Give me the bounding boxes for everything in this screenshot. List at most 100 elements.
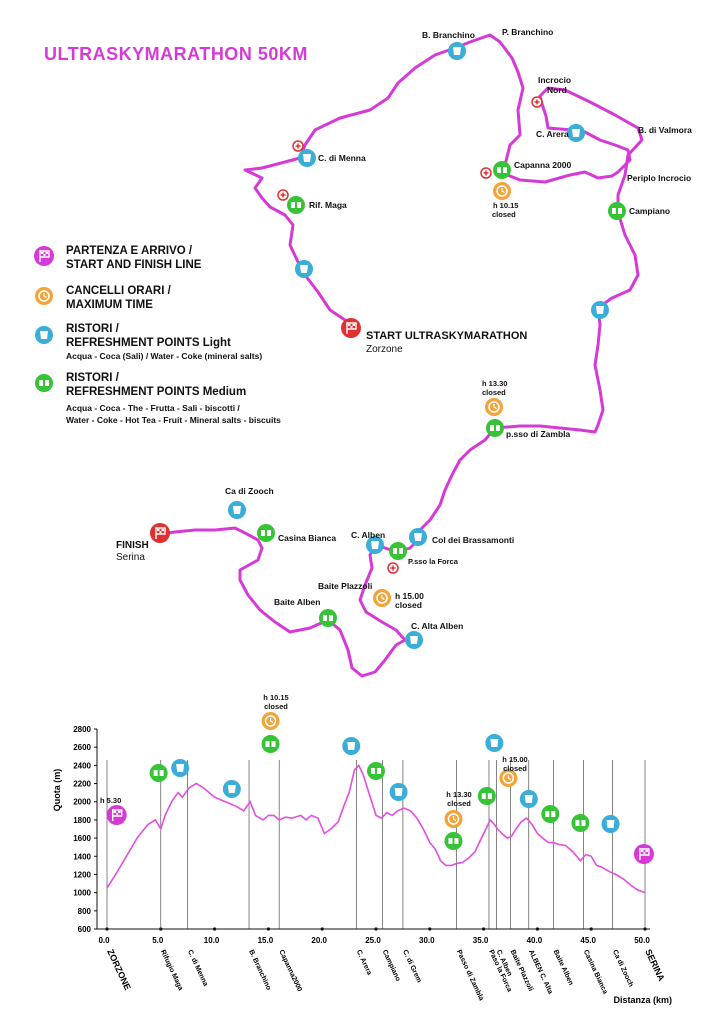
x-tick [589,927,593,931]
refresh-light-icon [448,42,466,60]
refresh-light-icon [295,260,313,278]
x-axis-label: Distanza (km) [613,995,672,1005]
legend-medium-icon [35,374,53,392]
y-tick-label: 1200 [73,870,91,879]
finish-flag-icon [633,843,655,865]
label-campiano: Campiano [629,206,670,216]
profile-cut1-closed: closed [264,702,288,711]
refresh-light-icon [222,780,241,798]
legend-light-desc: Acqua - Coca (Sali) / Water - Coke (mine… [66,351,262,361]
refresh-medium-icon [571,814,590,832]
cutoff-clock-icon [372,588,392,608]
profile-start-time: h 5.30 [100,796,121,805]
label-start-place: Zorzone [366,344,403,355]
label-c-alta-alben: C. Alta Alben [411,621,463,631]
label-casina-bianca: Casina Bianca [278,533,336,543]
refresh-light-icon [567,124,585,142]
refresh-medium-icon [486,419,504,437]
x-tick-label: 45.0 [580,936,596,945]
elevation-profile: 6008001000120014001600180020002200240026… [52,693,672,1005]
legend-cutoff-line1: CANCELLI ORARI / [66,285,172,297]
place-name: C. di Grem [401,949,422,984]
place-name: ZORZONE [105,948,133,992]
legend-light-icon [35,326,53,344]
label-cutoff2-closed: closed [482,388,506,397]
y-tick-label: 2400 [73,761,91,770]
place-name: Ca di Zooch [611,949,634,988]
refresh-light-icon [591,301,609,319]
legend-cutoff-line2: MAXIMUM TIME [66,299,153,311]
x-tick-label: 30.0 [419,936,435,945]
cutoff-clock-icon [484,397,504,417]
legend-medium-desc1: Acqua - Coca - The - Frutta - Sali - bis… [66,403,240,413]
legend-light-line2: REFRESHMENT POINTS Light [66,337,231,349]
refresh-light-icon [519,790,538,808]
x-tick-label: 10.0 [204,936,220,945]
refresh-light-icon [389,783,408,801]
x-tick-label: 50.0 [634,936,650,945]
x-tick-label: 0.0 [98,936,110,945]
legend-medium-line1: RISTORI / [66,372,120,384]
label-c-alben: C. Alben [351,530,385,540]
profile-cut2-closed: closed [447,799,471,808]
refresh-medium-icon [477,787,496,805]
legend-start-finish-line2: START AND FINISH LINE [66,259,202,271]
x-tick [535,927,540,931]
legend-cutoff-icon [34,286,54,306]
first-aid-icon [292,140,304,152]
profile-line [106,764,646,894]
refresh-medium-icon [608,202,626,220]
refresh-light-icon [485,734,504,752]
label-finish: FINISH [116,540,149,551]
y-tick-label: 2200 [73,780,91,789]
profile-cut3-time: h 15.00 [502,755,527,764]
refresh-light-icon [601,815,620,833]
refresh-medium-icon [444,832,463,850]
y-tick-label: 1800 [73,816,91,825]
label-p-branchino: P. Branchino [502,27,553,37]
refresh-medium-icon [257,524,275,542]
y-axis-label: Quota (m) [52,769,62,812]
refresh-light-icon [342,737,361,755]
label-cutoff2-time: h 13.30 [482,379,507,388]
cutoff-clock-icon [443,809,464,829]
profile-cut1-time: h 10.15 [263,693,288,702]
label-cutoff3-time: h 15.00 [395,591,424,601]
x-tick-label: 35.0 [473,936,489,945]
label-b-branchino: B. Branchino [422,30,475,40]
y-tick-label: 800 [78,907,92,916]
y-tick-label: 600 [78,925,92,934]
label-cutoff1-closed: closed [492,210,516,219]
refresh-light-icon [409,528,427,546]
refresh-medium-icon [149,764,168,782]
y-tick-label: 1000 [73,889,91,898]
label-finish-place: Serina [116,552,145,563]
refresh-medium-icon [389,542,407,560]
refresh-medium-icon [287,196,305,214]
first-aid-icon [531,96,543,108]
label-rif-maga: Rif. Maga [309,200,347,210]
place-name: Casina Bianca [582,949,609,995]
place-name: C. di Menna [186,949,209,988]
legend-light-line1: RISTORI / [66,323,120,335]
refresh-medium-icon [261,735,280,753]
label-cutoff1-time: h 10.15 [493,201,518,210]
refresh-medium-icon [319,609,337,627]
label-incrocio-nord: Incrocio [538,75,571,85]
refresh-medium-icon [493,161,511,179]
label-cutoff3-closed: closed [395,600,422,610]
place-name: Rifugio Maga [159,949,184,992]
start-flag-icon [340,317,362,339]
profile-cut3-closed: closed [503,764,527,773]
refresh-light-icon [298,149,316,167]
label-b-valmora: B. di Valmora [638,125,692,135]
x-tick [266,927,270,931]
x-tick [320,927,324,931]
label-c-menna: C. di Menna [318,153,366,163]
x-tick [428,927,432,931]
cutoff-clock-icon [260,711,281,731]
place-name: B. Branchino [247,949,272,991]
label-ca-zooch: Ca di Zooch [225,486,274,496]
